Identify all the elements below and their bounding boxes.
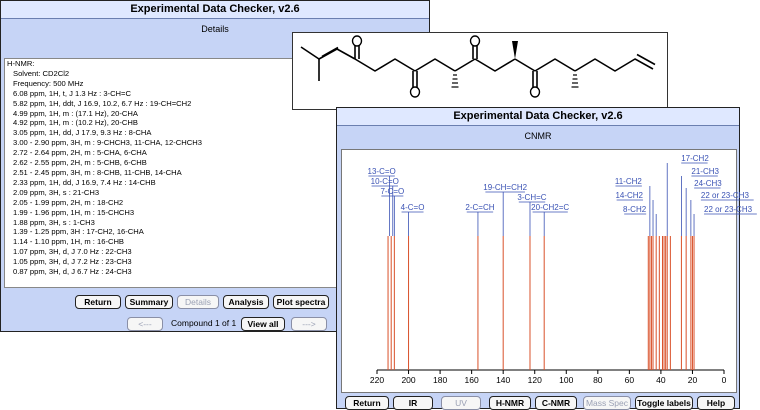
toggle-labels-button[interactable]: Toggle labels bbox=[635, 396, 693, 410]
details-subtitle: Details bbox=[201, 24, 229, 34]
peak-label: 20-CH2=C bbox=[531, 203, 569, 212]
peak-label: 24-CH3 bbox=[694, 179, 722, 188]
details-line: 4.99 ppm, 1H, m : (17.1 Hz), 20-CHA bbox=[13, 108, 138, 118]
x-tick-label: 160 bbox=[465, 375, 479, 385]
details-line: 2.05 - 1.99 ppm, 2H, m : 18-CH2 bbox=[13, 197, 124, 207]
ir-button[interactable]: IR bbox=[393, 396, 433, 410]
details-window-title[interactable]: Experimental Data Checker, v2.6 bbox=[1, 1, 429, 19]
x-tick-label: 80 bbox=[593, 375, 603, 385]
details-line: Solvent: CD2Cl2 bbox=[13, 68, 70, 78]
peak-label: 7-C=O bbox=[380, 187, 404, 196]
view-all-button[interactable]: View all bbox=[241, 317, 285, 331]
peak-label: 3-CH=C bbox=[517, 193, 546, 202]
x-tick-label: 100 bbox=[559, 375, 573, 385]
peak-label: 4-C=O bbox=[401, 203, 425, 212]
details-line: 3.05 ppm, 1H, dd, J 17.9, 9.3 Hz : 8-CHA bbox=[13, 128, 152, 138]
cnmr-window: Experimental Data Checker, v2.6 CNMR 220… bbox=[336, 107, 757, 410]
details-line: 2.72 - 2.64 ppm, 2H, m : 5-CHA, 6-CHA bbox=[13, 148, 147, 158]
prev-compound-button[interactable]: <--- bbox=[127, 317, 163, 331]
next-compound-button[interactable]: ---> bbox=[291, 317, 327, 331]
structure-drawing bbox=[300, 35, 656, 98]
plot-spectra-button[interactable]: Plot spectra bbox=[273, 295, 329, 309]
details-line: 1.05 ppm, 3H, d, J 7.2 Hz : 23-CH3 bbox=[13, 257, 132, 267]
details-line: Frequency: 500 MHz bbox=[13, 78, 84, 88]
return-button[interactable]: Return bbox=[345, 396, 389, 410]
details-line: 1.14 - 1.10 ppm, 1H, m : 16-CHB bbox=[13, 237, 124, 247]
peak-label: 11-CH2 bbox=[615, 177, 643, 186]
details-line: 2.09 ppm, 3H, s : 21-CH3 bbox=[13, 187, 100, 197]
x-tick-label: 220 bbox=[370, 375, 384, 385]
details-line: 6.08 ppm, 1H, t, J 1.3 Hz : 3-CH=C bbox=[13, 88, 131, 98]
hnmr-button[interactable]: H-NMR bbox=[489, 396, 531, 410]
return-button[interactable]: Return bbox=[75, 295, 121, 309]
details-button[interactable]: Details bbox=[177, 295, 219, 309]
x-tick-label: 140 bbox=[496, 375, 510, 385]
details-line: 0.87 ppm, 3H, d, J 6.7 Hz : 24-CH3 bbox=[13, 267, 132, 277]
x-tick-label: 0 bbox=[722, 375, 727, 385]
compound-counter: Compound 1 of 1 bbox=[171, 318, 237, 328]
molecule-structure bbox=[292, 32, 668, 110]
peak-label: 21-CH3 bbox=[691, 167, 719, 176]
details-line: 4.92 ppm, 1H, m : (10.2 Hz), 20-CHB bbox=[13, 118, 138, 128]
x-tick-label: 120 bbox=[528, 375, 542, 385]
peak-label: 22 or 23-CH3 bbox=[701, 191, 750, 200]
details-line: 1.99 - 1.96 ppm, 1H, m : 15-CHCH3 bbox=[13, 207, 135, 217]
cnmr-subtitle: CNMR bbox=[524, 131, 552, 141]
x-tick-label: 20 bbox=[688, 375, 698, 385]
mass-spec-button[interactable]: Mass Spec bbox=[583, 396, 631, 410]
details-line: 1.07 ppm, 3H, d, J 7.0 Hz : 22-CH3 bbox=[13, 247, 132, 257]
help-button[interactable]: Help bbox=[697, 396, 735, 410]
peak-label: 22 or 23-CH3 bbox=[704, 205, 753, 214]
peak-label: 10-C=O bbox=[371, 177, 399, 186]
details-line: 5.82 ppm, 1H, ddt, J 16.9, 10.2, 6.7 Hz … bbox=[13, 98, 192, 108]
x-tick-label: 200 bbox=[401, 375, 415, 385]
analysis-button[interactable]: Analysis bbox=[223, 295, 269, 309]
details-line: 2.33 ppm, 1H, dd, J 16.9, 7.4 Hz : 14-CH… bbox=[13, 177, 156, 187]
cnmr-window-title[interactable]: Experimental Data Checker, v2.6 bbox=[337, 108, 739, 126]
peak-label: 8-CH2 bbox=[623, 205, 647, 214]
peak-label: 19-CH=CH2 bbox=[483, 183, 527, 192]
uv-button[interactable]: UV bbox=[441, 396, 481, 410]
details-line: 1.39 - 1.25 ppm, 3H : 17-CH2, 16-CHA bbox=[13, 227, 144, 237]
details-line: 2.51 - 2.45 ppm, 3H, m : 8-CHB, 11-CHB, … bbox=[13, 167, 182, 177]
cnmr-button[interactable]: C-NMR bbox=[535, 396, 577, 410]
x-tick-label: 40 bbox=[656, 375, 666, 385]
details-line: 1.88 ppm, 3H, s : 1-CH3 bbox=[13, 217, 95, 227]
summary-button[interactable]: Summary bbox=[125, 295, 173, 309]
details-line: H-NMR: bbox=[7, 59, 35, 68]
details-line: 2.62 - 2.55 ppm, 2H, m : 5-CHB, 6-CHB bbox=[13, 158, 147, 168]
x-tick-label: 180 bbox=[433, 375, 447, 385]
x-tick-label: 60 bbox=[625, 375, 635, 385]
peak-label: 14-CH2 bbox=[615, 191, 643, 200]
details-line: 3.00 - 2.90 ppm, 3H, m : 9-CHCH3, 11-CHA… bbox=[13, 138, 202, 148]
peak-label: 17-CH2 bbox=[681, 154, 709, 163]
peak-label: 2-C=CH bbox=[465, 203, 494, 212]
peak-label: 13-C=O bbox=[368, 167, 396, 176]
